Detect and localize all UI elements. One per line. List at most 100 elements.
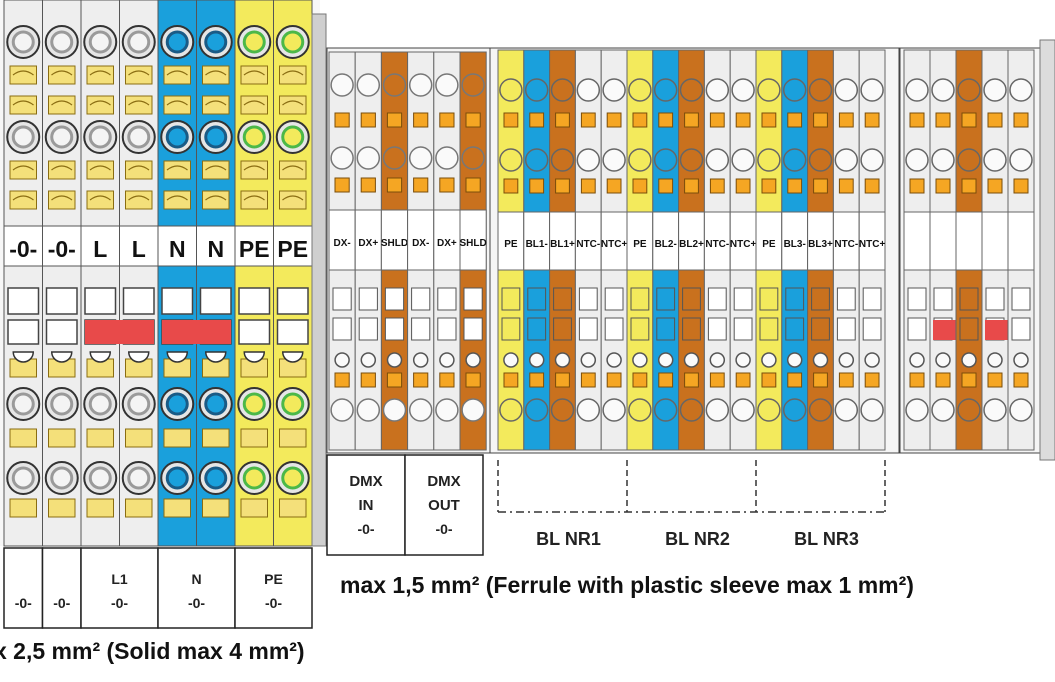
clamp-hole — [461, 73, 485, 97]
marker-box — [733, 287, 753, 311]
spring-clip — [48, 498, 76, 518]
clamp-hole — [127, 466, 151, 490]
clamp-hole — [550, 148, 575, 172]
terminal-label: SHLD — [459, 238, 486, 249]
bl-terminal: NTC+ — [600, 49, 628, 451]
spring-clip — [9, 95, 37, 115]
spring-clip — [163, 160, 191, 180]
clamp-hole — [11, 125, 35, 149]
spring-clip — [279, 498, 307, 518]
spring-clip — [503, 372, 519, 388]
spring-clip-wave — [12, 195, 34, 201]
spring-clip-wave — [128, 165, 150, 171]
clamp-hole — [957, 148, 981, 172]
spare-terminal — [1007, 49, 1035, 451]
terminal-label: DX+ — [358, 238, 378, 249]
bl-terminal: BL1+ — [549, 49, 576, 451]
clamp-hole — [165, 30, 189, 54]
spring-clip-wave — [12, 165, 34, 171]
marker-box — [862, 287, 882, 311]
spring-clip — [632, 178, 648, 194]
marker-box — [463, 287, 483, 311]
small-clamp-hole — [812, 352, 829, 368]
spring-clip — [961, 372, 977, 388]
marker-box — [811, 287, 830, 311]
clamp-hole — [204, 392, 228, 416]
marker-box — [1011, 287, 1031, 311]
spring-clip — [386, 112, 403, 128]
clamp-hole — [602, 148, 626, 172]
clamp-hole — [983, 148, 1007, 172]
clamp-hole — [499, 148, 523, 172]
label-strip — [729, 211, 757, 271]
clamp-hole — [653, 78, 678, 102]
group-label-value: -0- — [15, 595, 32, 611]
small-clamp-hole — [439, 352, 455, 368]
terminal-body — [196, 0, 236, 547]
spring-clip — [864, 112, 880, 128]
clamp-hole — [550, 78, 575, 102]
power-terminal: L — [80, 0, 120, 547]
marker-box — [553, 287, 572, 311]
clamp-hole — [242, 466, 266, 490]
clamp-hole — [905, 78, 929, 102]
spring-clip — [838, 178, 854, 194]
marker-box — [785, 287, 805, 311]
marker-box — [630, 317, 650, 341]
dmx-group-cell — [404, 454, 484, 556]
group-label-value: -0- — [265, 595, 282, 611]
clamp-hole — [1009, 148, 1033, 172]
small-clamp-hole — [554, 352, 571, 368]
release-lever — [50, 351, 73, 363]
spring-clip — [439, 177, 455, 193]
group-label-value: -0- — [188, 595, 205, 611]
clamp-hole — [602, 78, 626, 102]
dmx-terminal: DX- — [328, 51, 356, 451]
spring-clip — [86, 190, 114, 210]
dmx-group-direction: IN — [359, 497, 374, 514]
clamp-hole — [782, 398, 807, 422]
group-label-value: -0- — [111, 595, 128, 611]
spring-clip — [1013, 178, 1029, 194]
spring-clip — [787, 178, 803, 194]
spring-clip — [279, 65, 307, 85]
small-clamp-hole — [987, 352, 1003, 368]
end-plate — [1039, 39, 1055, 461]
spare-terminal — [903, 49, 931, 451]
jumper-bar — [162, 320, 231, 344]
marker-box — [437, 317, 457, 341]
marker-box — [501, 317, 521, 341]
clamp-hole — [1009, 78, 1033, 102]
spring-clip-wave — [89, 70, 111, 76]
small-clamp-hole — [786, 352, 803, 368]
clamp-hole — [705, 398, 730, 422]
spring-clip-wave — [128, 100, 150, 106]
dmx-terminal: DX+ — [354, 51, 382, 451]
clamp-hole — [524, 78, 549, 102]
small-clamp-hole — [465, 352, 481, 368]
clamp-hole — [165, 125, 189, 149]
marker-box — [238, 319, 271, 345]
terminal-body — [234, 0, 274, 547]
group-label-name: PE — [264, 571, 283, 587]
marker-box — [707, 317, 727, 341]
wire-spec-right: max 1,5 mm² (Ferrule with plastic sleeve… — [340, 572, 914, 598]
spare-terminal — [929, 49, 975, 451]
clamp-hole — [679, 398, 704, 422]
spring-clip-wave — [89, 100, 111, 106]
release-lever — [243, 351, 266, 363]
terminal-label: DX+ — [437, 238, 457, 249]
dmx-terminal: DX- — [407, 51, 435, 451]
release-lever — [281, 351, 304, 363]
terminal-label: NTC- — [705, 239, 729, 250]
label-strip — [903, 211, 931, 271]
marker-box — [384, 287, 405, 311]
spring-clip — [987, 178, 1003, 194]
terminal-body — [119, 0, 159, 547]
small-clamp-hole — [864, 352, 880, 368]
terminal-body — [157, 0, 197, 547]
terminal-label: BL3- — [784, 239, 806, 250]
spring-clip — [909, 112, 925, 128]
clamp-hole — [281, 125, 305, 149]
